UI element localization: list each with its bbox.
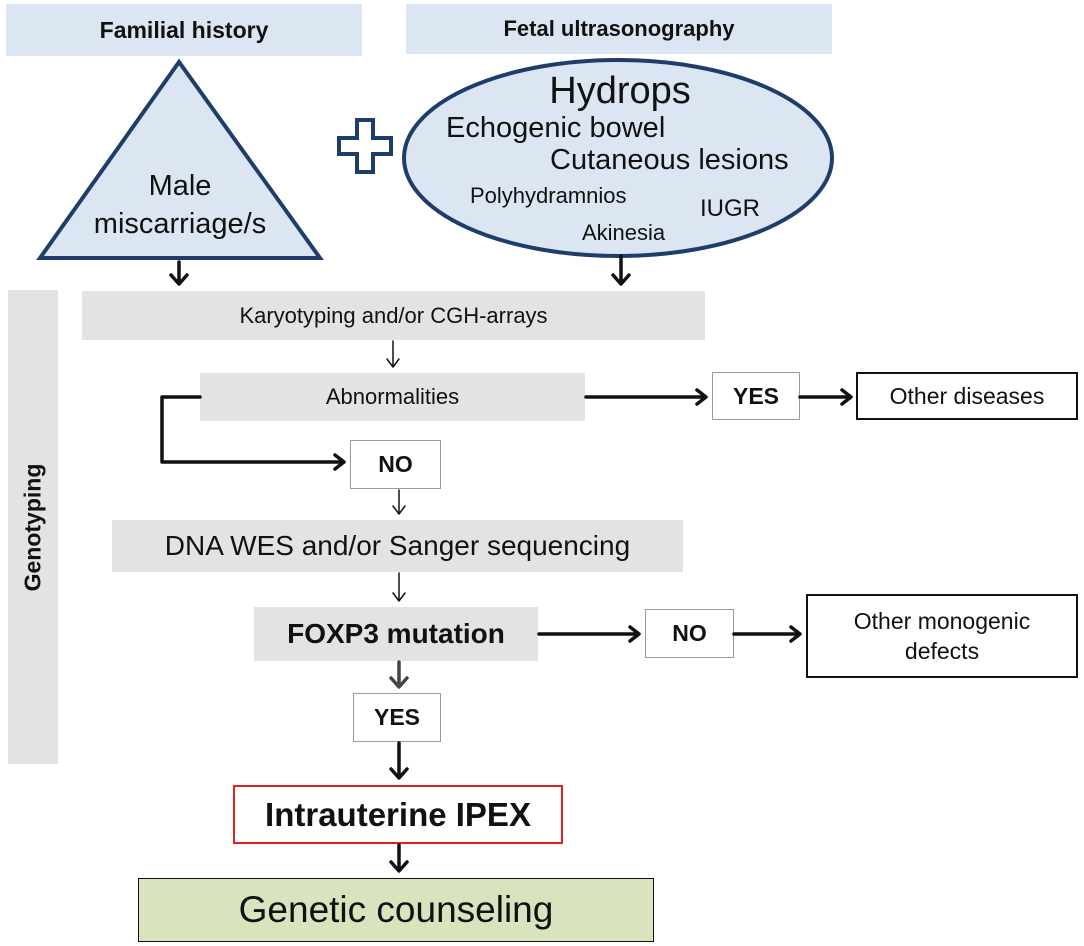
intrauterine-ipex-box: Intrauterine IPEX <box>233 785 563 844</box>
hydrops-label: Hydrops <box>549 70 691 112</box>
arrow-abnormalities-to-no <box>160 395 345 464</box>
genotyping-sidebar: Genotyping <box>8 290 58 764</box>
echogenic-bowel-label: Echogenic bowel <box>446 112 666 144</box>
dna-sequencing-box: DNA WES and/or Sanger sequencing <box>112 520 683 572</box>
yes-box-1: YES <box>712 372 800 420</box>
fetal-findings-ellipse <box>402 58 834 258</box>
other-monogenic-box: Other monogenic defects <box>806 594 1078 678</box>
triangle-line-1: Male <box>148 170 212 202</box>
fetal-ultrasonography-header: Fetal ultrasonography <box>406 4 832 54</box>
yes-box-2: YES <box>353 693 441 742</box>
karyotyping-box: Karyotyping and/or CGH-arrays <box>82 291 705 340</box>
abnormalities-box: Abnormalities <box>200 373 585 421</box>
male-miscarriage-triangle <box>36 58 324 260</box>
no-box-1: NO <box>350 440 441 489</box>
iugr-label: IUGR <box>700 195 760 222</box>
plus-icon <box>337 118 393 174</box>
familial-history-header: Familial history <box>6 4 362 56</box>
other-diseases-box: Other diseases <box>856 372 1078 420</box>
polyhydramnios-label: Polyhydramnios <box>470 183 627 208</box>
triangle-line-2: miscarriage/s <box>93 208 267 240</box>
foxp3-mutation-box: FOXP3 mutation <box>254 607 538 661</box>
akinesia-label: Akinesia <box>582 220 666 245</box>
other-monogenic-line-1: Other monogenic <box>853 608 1031 634</box>
other-monogenic-line-2: defects <box>904 638 980 664</box>
clinical-signs-shapes <box>36 58 834 260</box>
genetic-counseling-box: Genetic counseling <box>138 878 654 942</box>
cutaneous-lesions-label: Cutaneous lesions <box>550 144 789 176</box>
